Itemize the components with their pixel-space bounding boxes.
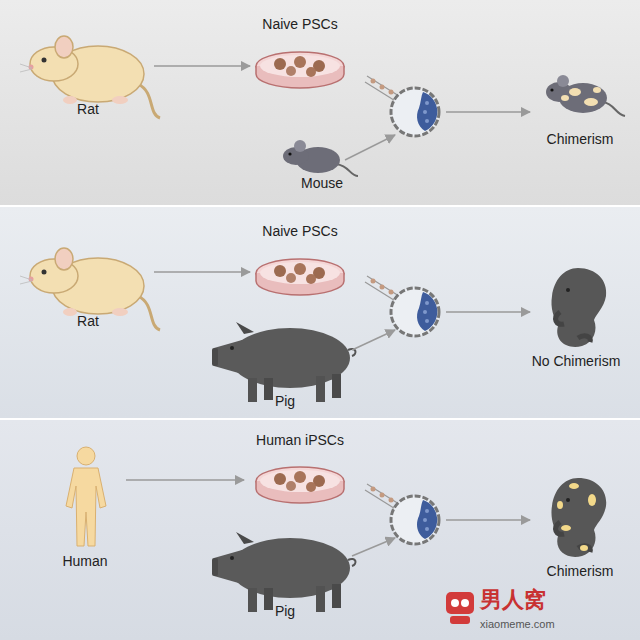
process-arrow [126,479,244,481]
watermark-logo: 男人窝 [480,588,546,612]
figure-label: Pig [275,603,295,620]
animal-figure: Rat [18,230,158,330]
figure-label: No Chimerism [532,353,621,370]
figure-label: Human iPSCs [256,432,344,449]
process-arrow [154,271,250,273]
result-figure: Chimerism [530,474,630,580]
figure-label: Chimerism [547,563,614,580]
culture-dish: Human iPSCs [244,432,356,506]
animal-figure: Mouse [272,132,372,192]
figure-label: Naive PSCs [262,16,337,33]
figure-label: Human [62,553,107,570]
animal-figure: Human [40,442,130,570]
result-figure: No Chimerism [516,262,636,370]
animal-figure: Pig [210,314,360,410]
animal-figure: Rat [18,18,158,118]
culture-dish: Naive PSCs [250,223,350,297]
process-arrow [154,65,250,67]
culture-dish: Naive PSCs [250,16,350,90]
figure-label: Naive PSCs [262,223,337,240]
figure-label: Pig [275,393,295,410]
figure-label: Rat [77,313,99,330]
figure-label: Mouse [301,175,343,192]
result-figure: Chimerism [530,64,630,148]
animal-figure: Pig [210,524,360,620]
watermark-url: xiaomeme.com [480,618,555,630]
figure-label: Chimerism [547,131,614,148]
figure-label: Rat [77,101,99,118]
